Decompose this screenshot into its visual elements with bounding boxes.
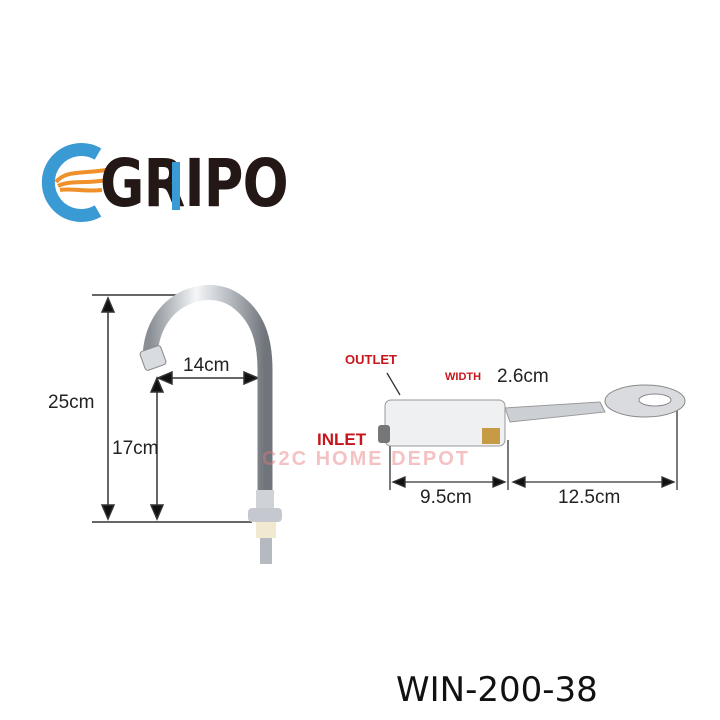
model-number: WIN-200-38 xyxy=(396,670,598,710)
outlet-label: OUTLET xyxy=(345,352,397,367)
height-25cm-label: 25cm xyxy=(48,392,95,413)
brand-name: GRIPO xyxy=(100,145,289,222)
logo-accent-bar xyxy=(172,162,180,210)
gripo-c-swirl-icon xyxy=(41,143,109,222)
width-label: WIDTH xyxy=(445,371,482,383)
reach-label: 14cm xyxy=(183,355,230,376)
width-value: 2.6cm xyxy=(497,366,549,387)
inlet-label: INLET xyxy=(317,430,367,449)
brand-logo: GRIPO xyxy=(36,140,289,225)
body-length-label: 9.5cm xyxy=(420,487,472,508)
spout-height-label: 17cm xyxy=(112,438,159,459)
watermark: C2C HOME DEPOT xyxy=(262,448,471,470)
pedal-length-label: 12.5cm xyxy=(558,487,621,508)
